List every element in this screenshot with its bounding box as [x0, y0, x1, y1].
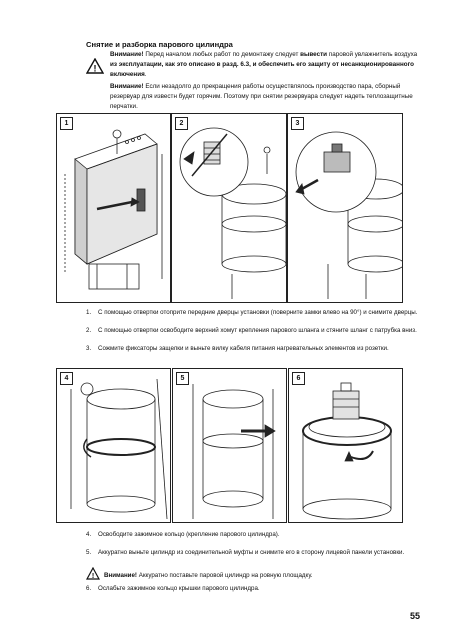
illustration-panel-3: 3 — [287, 113, 403, 303]
cylinder-lid-illustration — [302, 382, 392, 520]
step-item: 2. С помощью отвертки освободите верхний … — [86, 327, 417, 335]
step-number: 5. — [86, 549, 92, 556]
panel-number: 5 — [176, 372, 189, 385]
warning-label: Внимание! — [104, 572, 137, 579]
step-text: Освободите зажимное кольцо (крепление па… — [98, 531, 280, 538]
step-item: 3. Сожмите фиксаторы защелки и выньте вил… — [86, 345, 417, 353]
panel-number: 2 — [175, 117, 188, 130]
illustration-panel-2: 2 — [171, 113, 287, 303]
step-item: 1. С помощью отвертки отоприте передние д… — [86, 309, 417, 317]
note-label: Внимание! — [110, 83, 144, 90]
warning-text: Перед началом любых работ по демонтажу с… — [143, 51, 301, 58]
page-number: 55 — [410, 611, 421, 621]
illustration-panel-5: 5 — [172, 368, 287, 523]
warning-block: Внимание! Перед началом любых работ по д… — [110, 50, 424, 79]
step-number: 1. — [86, 309, 92, 316]
panel-number: 1 — [60, 117, 73, 130]
warning-bold: вывести — [300, 51, 328, 58]
panel-number: 3 — [291, 117, 304, 130]
svg-text:!: ! — [94, 64, 97, 74]
step-text: С помощью отвертки отоприте передние две… — [98, 309, 418, 316]
warning-text: паровой увлажнитель воздуха — [327, 51, 418, 58]
cable-plug-illustration — [295, 131, 402, 299]
clamp-ring-illustration — [70, 378, 168, 520]
steam-hose-illustration — [179, 127, 286, 299]
step-number: 2. — [86, 327, 92, 334]
humidifier-door-illustration — [64, 129, 163, 290]
note-text: Если незадолго до прекращения работы осу… — [110, 83, 413, 110]
step-item: 4. Освободите зажимное кольцо (крепление … — [86, 531, 404, 539]
illustration-panel-1: 1 — [56, 113, 171, 303]
steps-list-b: 4. Освободите зажимное кольцо (крепление … — [86, 531, 404, 567]
illustration-panel-4: 4 — [56, 368, 171, 523]
warning-text: Аккуратно поставьте паровой цилиндр на р… — [137, 572, 313, 579]
hot-tank-note: Внимание! Если незадолго до прекращения … — [110, 82, 424, 111]
step-text: Сожмите фиксаторы защелки и выньте вилку… — [98, 345, 389, 352]
panel-number: 4 — [60, 372, 73, 385]
illustration-panel-6: 6 — [288, 368, 403, 523]
warning-label: Внимание! — [110, 51, 144, 58]
warning-triangle-icon: ! — [86, 58, 104, 74]
placement-warning: Внимание! Аккуратно поставьте паровой ци… — [104, 572, 313, 580]
section-title: Снятие и разборка парового цилиндра — [86, 40, 233, 49]
warning-bold: из эксплуатации, как это описано в разд.… — [110, 60, 414, 78]
warning-text: . — [144, 70, 147, 78]
remove-cylinder-illustration — [192, 384, 276, 519]
step-number: 6. — [86, 585, 92, 592]
step-item: 6. Ослабьте зажимное кольцо крышки парово… — [86, 585, 260, 593]
steps-list-c: 6. Ослабьте зажимное кольцо крышки парово… — [86, 585, 260, 603]
step-text: Ослабьте зажимное кольцо крышки парового… — [98, 585, 260, 592]
step-item: 5. Аккуратно выньте цилиндр из соединител… — [86, 549, 404, 557]
svg-text:!: ! — [92, 573, 94, 580]
panel-number: 6 — [292, 372, 305, 385]
step-number: 3. — [86, 345, 92, 352]
step-text: С помощью отвертки освободите верхний хо… — [98, 327, 417, 334]
warning-triangle-icon: ! — [86, 567, 100, 580]
step-number: 4. — [86, 531, 92, 538]
steps-list-a: 1. С помощью отвертки отоприте передние д… — [86, 309, 417, 363]
step-text: Аккуратно выньте цилиндр из соединительн… — [98, 549, 405, 556]
